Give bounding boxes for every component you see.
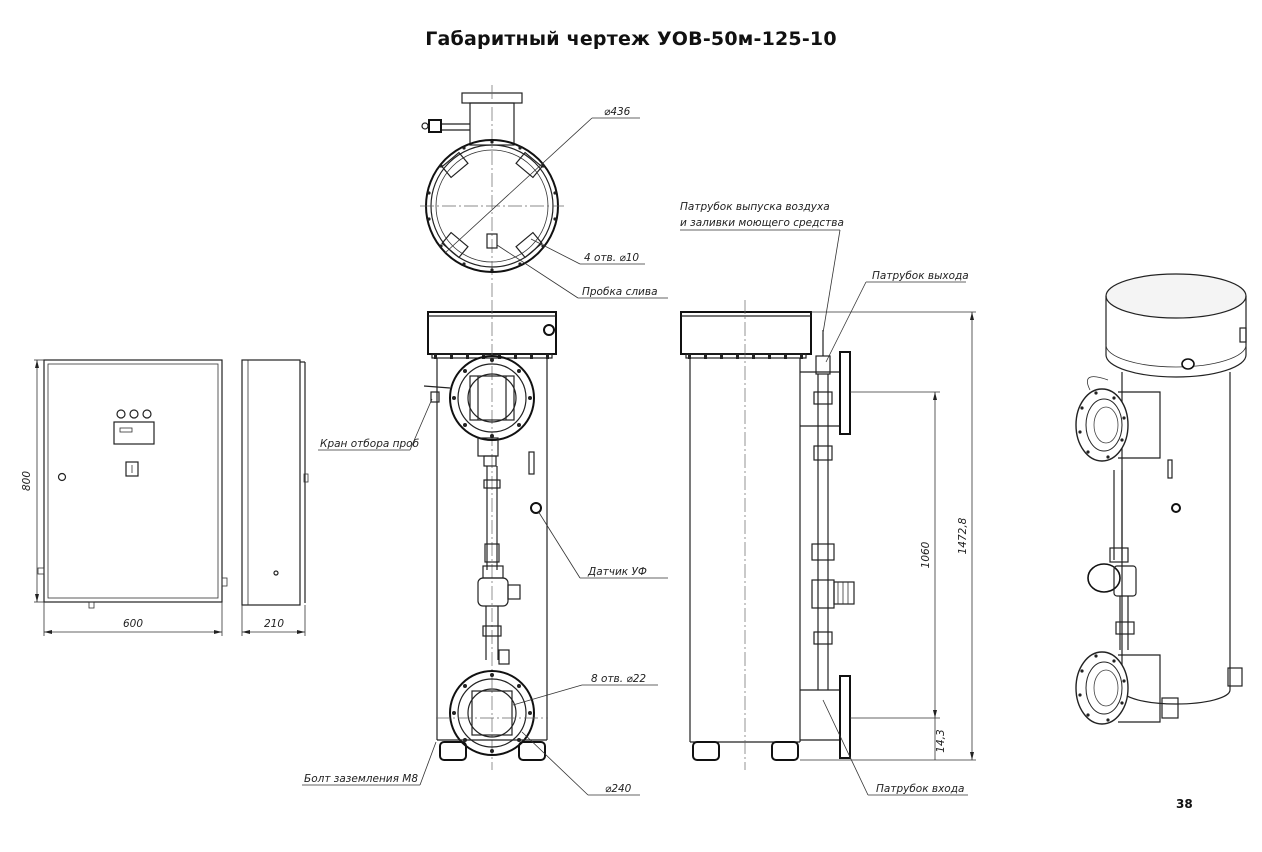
label-flange-diameter: ⌀240: [605, 783, 632, 795]
dim-label-600: 600: [123, 618, 143, 630]
label-air-release-1: Патрубок выпуска воздуха: [680, 201, 830, 213]
reactor-side-view: Патрубок выпуска воздуха и заливки моюще…: [680, 201, 969, 796]
label-outlet-pipe: Патрубок выхода: [872, 270, 969, 282]
label-air-release-2: и заливки моющего средства: [680, 217, 844, 229]
label-top-diameter: ⌀436: [604, 106, 631, 118]
label-inlet-pipe: Патрубок входа: [876, 783, 964, 795]
cabinet-front-view: [37, 359, 228, 609]
label-uv-sensor: Датчик УФ: [587, 566, 647, 578]
page-title: Габаритный чертеж УОВ-50м-125-10: [425, 28, 837, 50]
cabinet-side-view: 210: [241, 359, 309, 636]
dim-label-210: 210: [264, 618, 284, 630]
label-holes-flange: 8 отв. ⌀22: [591, 673, 646, 685]
label-drain-plug: Пробка слива: [582, 286, 658, 298]
dim-label-800: 800: [21, 471, 33, 491]
label-sampling-valve: Кран отбора проб: [320, 438, 420, 450]
dim-label-total-height: 1472,8: [957, 517, 969, 554]
reactor-3d-view: [1075, 273, 1247, 725]
label-holes-top: 4 отв. ⌀10: [584, 252, 639, 264]
dim-label-1060: 1060: [920, 541, 932, 568]
reactor-front-view: Кран отбора проб Датчик УФ: [302, 300, 668, 796]
label-grounding-bolt: Болт заземления М8: [304, 773, 418, 785]
dim-cabinet-width: 600: [43, 602, 223, 636]
dim-cabinet-height: 800: [21, 359, 44, 603]
page-number: 38: [1176, 797, 1193, 811]
reactor-top-view: ⌀436 4 отв. ⌀10 Пробка слива: [420, 85, 668, 300]
dim-label-bottom-offset: 14,3: [935, 729, 947, 752]
dim-side-view: 1472,8 1060 14,3: [800, 311, 976, 761]
